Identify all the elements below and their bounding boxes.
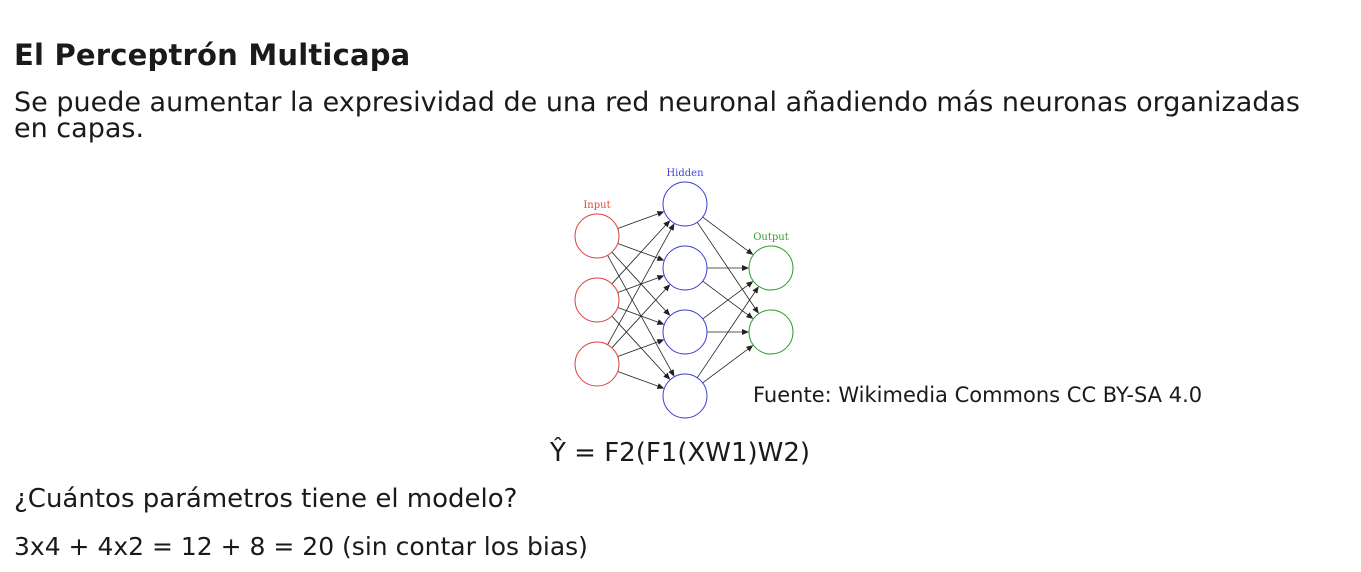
hidden-neuron-4	[662, 373, 708, 419]
connection-hidden-1-to-output-1	[702, 216, 754, 255]
slide-title: El Perceptrón Multicapa	[14, 38, 411, 72]
connection-hidden-4-to-output-2	[702, 345, 754, 384]
output-neuron-1	[748, 245, 794, 291]
layer-label-input: Input	[583, 200, 610, 211]
parameter-answer: 3x4 + 4x2 = 12 + 8 = 20 (sin contar los …	[14, 532, 588, 561]
connection-input-2-to-hidden-4	[611, 315, 671, 380]
model-formula: Ŷ = F2(F1(XW1)W2)	[550, 438, 811, 468]
hidden-neuron-2	[662, 245, 708, 291]
connection-input-2-to-hidden-3	[617, 307, 665, 325]
connection-input-1-to-hidden-3	[611, 251, 671, 316]
input-neuron-3	[574, 341, 620, 387]
hidden-neuron-3	[662, 309, 708, 355]
input-neuron-2	[574, 277, 620, 323]
layer-label-hidden: Hidden	[666, 168, 704, 179]
connection-hidden-2-to-output-2	[702, 280, 754, 319]
connection-hidden-3-to-output-1	[702, 281, 754, 320]
input-neuron-1	[574, 213, 620, 259]
neural-network-svg: Input Hidden Output	[574, 168, 794, 419]
hidden-neuron-1	[662, 181, 708, 227]
connection-input-3-to-hidden-2	[611, 284, 671, 349]
parameter-question: ¿Cuántos parámetros tiene el modelo?	[14, 484, 518, 514]
intro-text: Se puede aumentar la expresividad de una…	[14, 87, 1300, 144]
connection-input-1-to-hidden-1	[617, 211, 665, 229]
connection-input-3-to-hidden-4	[617, 371, 665, 389]
connection-input-3-to-hidden-1	[607, 223, 675, 345]
neural-network-diagram: Input Hidden Output	[560, 160, 810, 425]
connection-input-3-to-hidden-3	[617, 339, 665, 357]
connection-input-1-to-hidden-2	[617, 243, 665, 261]
layer-label-output: Output	[753, 232, 789, 243]
output-neuron-2	[748, 309, 794, 355]
source-credit: Fuente: Wikimedia Commons CC BY-SA 4.0	[753, 383, 1203, 407]
connection-hidden-4-to-output-1	[696, 286, 759, 378]
connection-input-2-to-hidden-1	[611, 220, 671, 285]
